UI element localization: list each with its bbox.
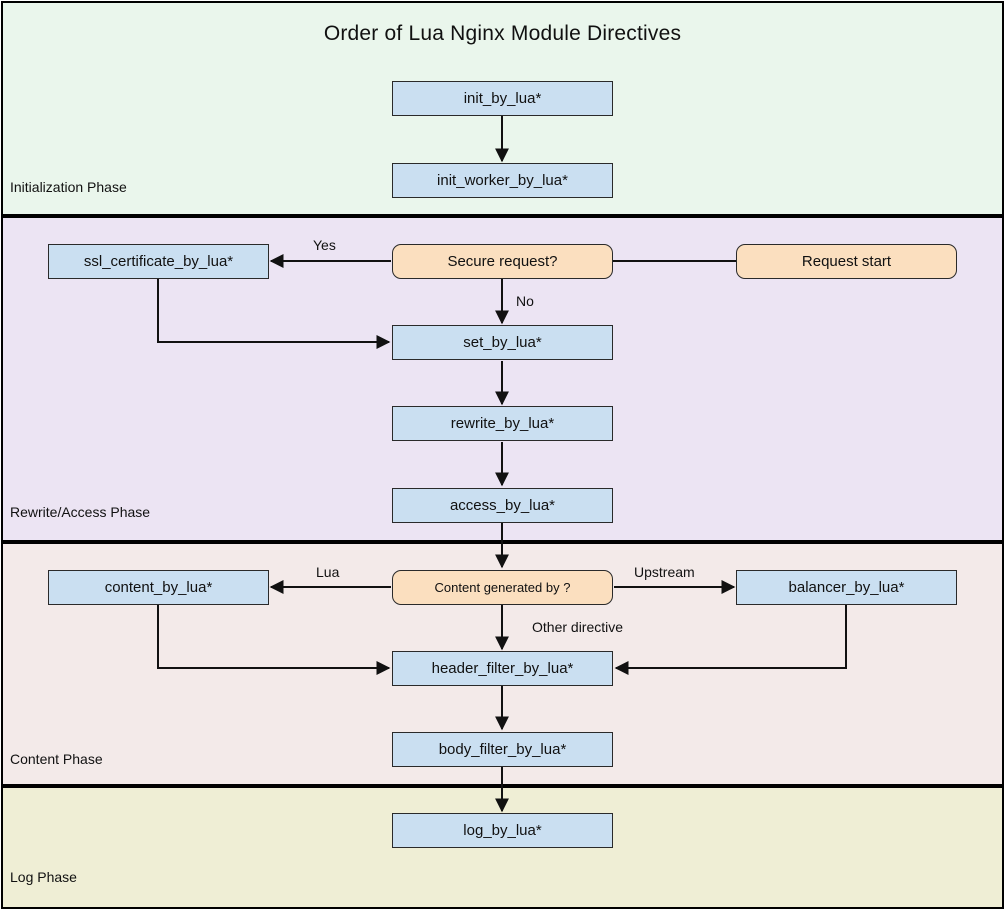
edge-label-lua: Lua: [316, 564, 340, 580]
node-ssl-certificate-by-lua[interactable]: ssl_certificate_by_lua*: [48, 244, 269, 279]
node-init-by-lua[interactable]: init_by_lua*: [392, 81, 613, 116]
node-set-by-lua[interactable]: set_by_lua*: [392, 325, 613, 360]
edge-label-yes: Yes: [313, 237, 336, 253]
node-rewrite-by-lua[interactable]: rewrite_by_lua*: [392, 406, 613, 441]
node-balancer-by-lua[interactable]: balancer_by_lua*: [736, 570, 957, 605]
edge-label-upstream: Upstream: [634, 564, 695, 580]
edge-ssl-to-set: [157, 279, 391, 349]
phase-label-log: Log Phase: [10, 869, 77, 885]
node-content-by-lua[interactable]: content_by_lua*: [48, 570, 269, 605]
node-header-filter-by-lua[interactable]: header_filter_by_lua*: [392, 651, 613, 686]
node-secure-request[interactable]: Secure request?: [392, 244, 613, 279]
phase-label-initialization: Initialization Phase: [10, 179, 127, 195]
node-log-by-lua[interactable]: log_by_lua*: [392, 813, 613, 848]
node-body-filter-by-lua[interactable]: body_filter_by_lua*: [392, 732, 613, 767]
node-init-worker-by-lua[interactable]: init_worker_by_lua*: [392, 163, 613, 198]
edge-label-no: No: [516, 293, 534, 309]
phase-label-rewrite-access: Rewrite/Access Phase: [10, 504, 151, 520]
edge-contentlua-to-header: [157, 605, 391, 675]
diagram-title: Order of Lua Nginx Module Directives: [323, 22, 682, 45]
node-request-start[interactable]: Request start: [736, 244, 957, 279]
node-access-by-lua[interactable]: access_by_lua*: [392, 488, 613, 523]
edge-label-other-directive: Other directive: [532, 619, 624, 635]
edge-balancer-to-header: [614, 605, 847, 675]
phase-label-content: Content Phase: [10, 751, 103, 767]
node-content-generated-by[interactable]: Content generated by ?: [392, 570, 613, 605]
